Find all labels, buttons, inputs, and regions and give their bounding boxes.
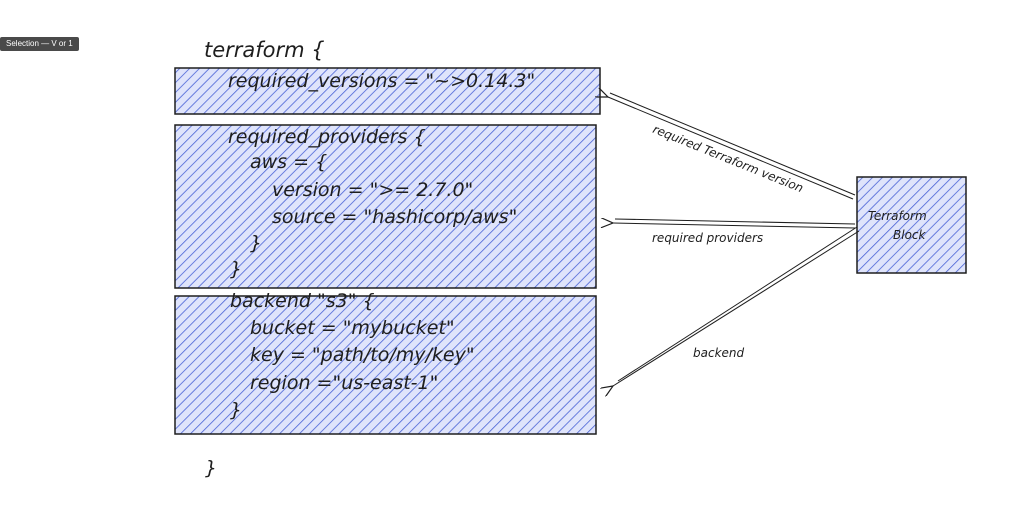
terraform-block-box (856, 176, 967, 274)
required-providers-line: required_providers { (228, 126, 426, 148)
terraform-open: terraform { (204, 38, 325, 62)
region-line: region ="us-east-1" (250, 372, 439, 394)
version-arrow (608, 93, 856, 200)
providers-box (174, 124, 597, 289)
backend-arrow-label: backend (693, 346, 745, 360)
required-versions-line: required_versions = "~>0.14.3" (228, 70, 536, 92)
aws-line: aws = { (250, 151, 328, 173)
providers-arrow-label: required providers (652, 231, 764, 245)
version-box (174, 67, 601, 115)
terraform-close-brace: } (205, 457, 218, 479)
providers-close-brace: } (230, 258, 243, 280)
terraform-block-label-line1: Terraform (868, 209, 927, 223)
version-line: version = ">= 2.7.0" (272, 179, 474, 201)
selection-tooltip: Selection — V or 1 (0, 37, 79, 51)
terraform-block-label-line2: Block (893, 228, 926, 242)
bucket-line: bucket = "mybucket" (250, 317, 455, 339)
backend-box (174, 295, 597, 435)
backend-line: backend "s3" { (230, 290, 375, 312)
backend-close-brace: } (230, 399, 243, 421)
providers-arrow (613, 219, 856, 229)
backend-arrow (613, 226, 860, 386)
aws-close-brace: } (250, 232, 263, 254)
source-line: source = "hashicorp/aws" (272, 206, 518, 228)
key-line: key = "path/to/my/key" (250, 344, 475, 366)
